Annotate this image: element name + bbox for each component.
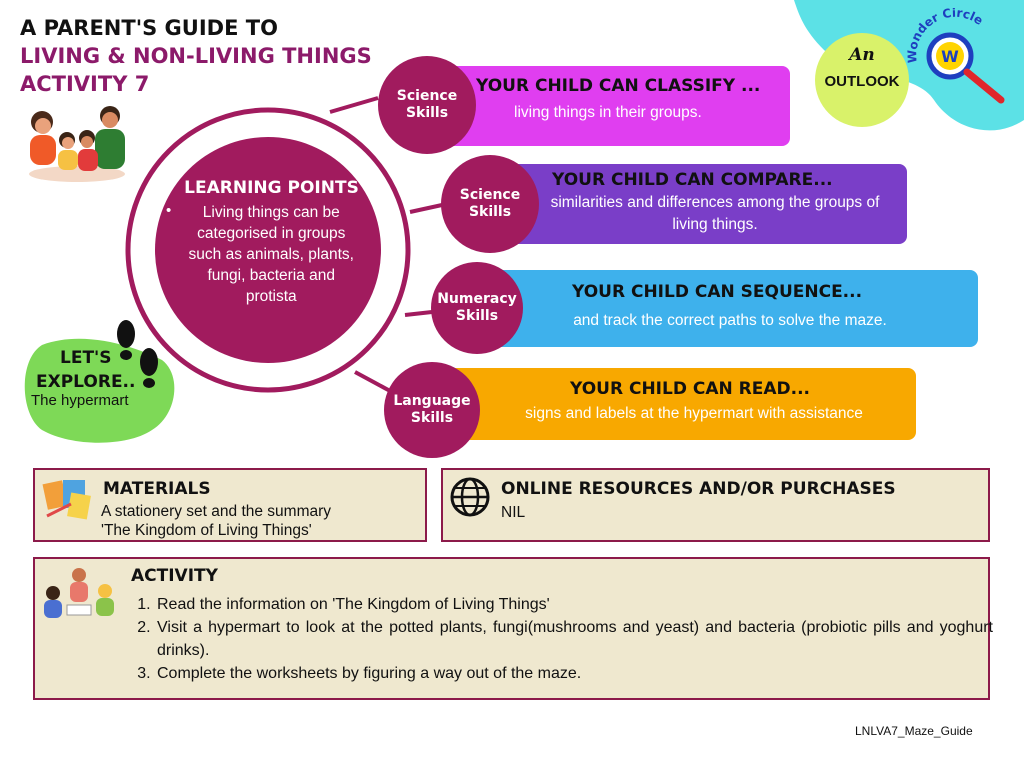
activity-step: Complete the worksheets by figuring a wa… [155, 662, 993, 685]
online-text: NIL [501, 504, 526, 521]
title-line-2: LIVING & NON-LIVING THINGS [20, 44, 372, 68]
explore-blob [24, 338, 175, 443]
children-reading-icon [44, 568, 114, 618]
page-title: A PARENT'S GUIDE TO LIVING & NON-LIVING … [20, 14, 372, 98]
materials-text: A stationery set and the summary 'The Ki… [101, 502, 331, 540]
materials-heading: MATERIALS [103, 479, 211, 499]
activity-steps: Read the information on 'The Kingdom of … [127, 593, 993, 685]
materials-text-line: 'The Kingdom of Living Things' [101, 522, 312, 539]
learning-point-item: • Living things can be categorised in gr… [160, 202, 375, 307]
badge-line: Science [396, 88, 458, 104]
footprints-icon [117, 320, 158, 388]
explore-text: LET'S EXPLORE.. The hypermart [28, 348, 158, 409]
skill-card-sequence: YOUR CHILD CAN SEQUENCE... and track the… [480, 270, 978, 347]
badge-line: Numeracy [437, 291, 517, 307]
activity-step: Read the information on 'The Kingdom of … [155, 593, 993, 616]
logo-letter: W [941, 47, 959, 66]
online-resources-box: ONLINE RESOURCES AND/OR PURCHASES NIL [441, 468, 990, 542]
badge-line: Skills [410, 410, 454, 426]
learning-points: LEARNING POINTS • Living things can be c… [160, 178, 375, 307]
badge-line: Skills [405, 105, 449, 121]
badge-line: Language [393, 393, 471, 409]
skill-desc: and track the correct paths to solve the… [573, 312, 887, 329]
activity-heading: ACTIVITY [131, 566, 218, 586]
online-heading: ONLINE RESOURCES AND/OR PURCHASES [501, 479, 896, 499]
skill-card-read: YOUR CHILD CAN READ... signs and labels … [440, 368, 916, 440]
materials-box: MATERIALS A stationery set and the summa… [33, 468, 427, 542]
skill-desc: similarities and differences among the g… [550, 194, 880, 233]
explore-heading-2: EXPLORE.. [36, 372, 136, 392]
title-line-1: A PARENT'S GUIDE TO [20, 16, 278, 40]
skill-desc: living things in their groups. [514, 104, 702, 121]
wonder-circle-logo: Wonder Circle W [905, 8, 1005, 104]
skill-heading: YOUR CHILD CAN READ... [570, 379, 810, 399]
skill-heading: YOUR CHILD CAN SEQUENCE... [572, 282, 863, 302]
explore-place: The hypermart [31, 392, 129, 409]
badge-line: Skills [468, 204, 512, 220]
learning-point-text: Living things can be categorised in grou… [188, 204, 354, 305]
corner-decoration [794, 0, 1024, 131]
activity-step: Visit a hypermart to look at the potted … [155, 616, 993, 662]
skill-desc: signs and labels at the hypermart with a… [525, 405, 863, 422]
explore-heading-1: LET'S [60, 348, 112, 368]
badge-line: Skills [455, 308, 499, 324]
learning-points-heading: LEARNING POINTS [184, 178, 359, 198]
badge-line: Science [459, 187, 521, 203]
globe-icon [450, 477, 490, 517]
bullet-icon: • [166, 202, 172, 219]
family-illustration [29, 106, 125, 182]
outlook-label: OUTLOOK [824, 73, 900, 90]
skill-heading: YOUR CHILD CAN COMPARE... [552, 170, 833, 190]
skill-card-classify: YOUR CHILD CAN CLASSIFY ... living thing… [440, 66, 790, 146]
outlook-badge: An OUTLOOK [815, 33, 909, 127]
skill-card-compare: YOUR CHILD CAN COMPARE... similarities a… [500, 164, 907, 244]
stationery-icon [42, 480, 91, 520]
outlook-an: An [849, 45, 875, 65]
materials-text-line: A stationery set and the summary [101, 503, 332, 520]
skill-heading: YOUR CHILD CAN CLASSIFY ... [476, 76, 761, 96]
document-code: LNLVA7_Maze_Guide [855, 724, 973, 738]
title-line-3: ACTIVITY 7 [20, 72, 150, 96]
activity-box: ACTIVITY Read the information on 'The Ki… [33, 557, 993, 700]
